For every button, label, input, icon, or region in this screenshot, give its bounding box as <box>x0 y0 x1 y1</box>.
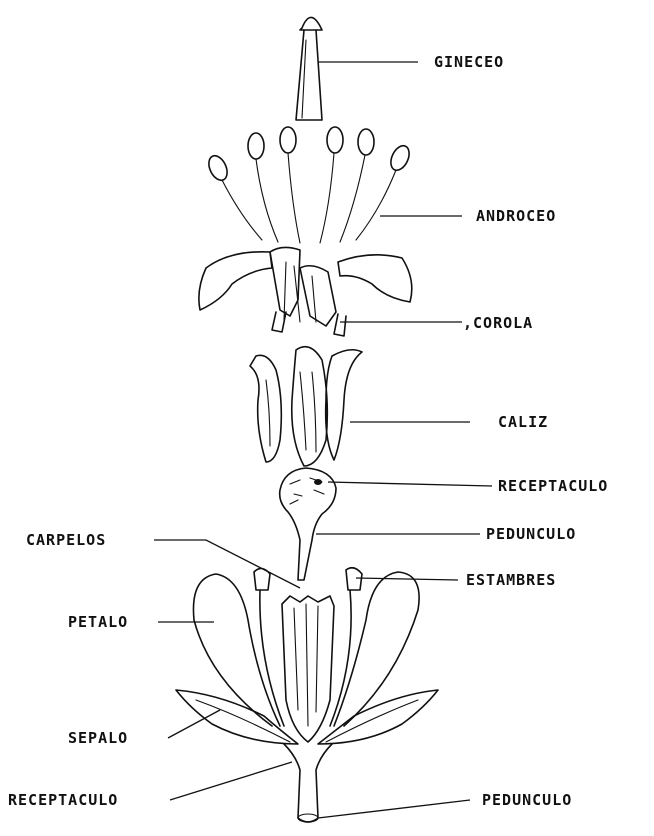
corola-drawing <box>199 247 412 336</box>
carpelos-leader <box>154 540 300 588</box>
label-pedunculo-bottom: PEDUNCULO <box>482 791 572 809</box>
label-corola: ,COROLA <box>463 314 533 332</box>
label-sepalo: SEPALO <box>68 729 128 747</box>
label-receptaculo-bottom: RECEPTACULO <box>8 791 118 809</box>
label-carpelos: CARPELOS <box>26 531 106 549</box>
receptaculo-top-leader <box>328 482 492 486</box>
label-androceo: ANDROCEO <box>476 207 556 225</box>
androceo-drawing <box>205 127 412 243</box>
pedunculo-bottom-leader <box>318 800 470 818</box>
caliz-drawing <box>250 347 362 466</box>
receptaculo-top-drawing <box>280 468 336 580</box>
label-estambres: ESTAMBRES <box>466 571 556 589</box>
flower-drawing <box>176 568 438 822</box>
label-petalo: PETALO <box>68 613 128 631</box>
label-gineceo: GINECEO <box>434 53 504 71</box>
estambres-leader <box>356 578 458 580</box>
label-pedunculo-top: PEDUNCULO <box>486 525 576 543</box>
receptaculo-bottom-leader <box>170 762 292 800</box>
gineceo-drawing <box>296 17 322 120</box>
label-caliz: CALIZ <box>498 413 548 431</box>
label-receptaculo-top: RECEPTACULO <box>498 477 608 495</box>
